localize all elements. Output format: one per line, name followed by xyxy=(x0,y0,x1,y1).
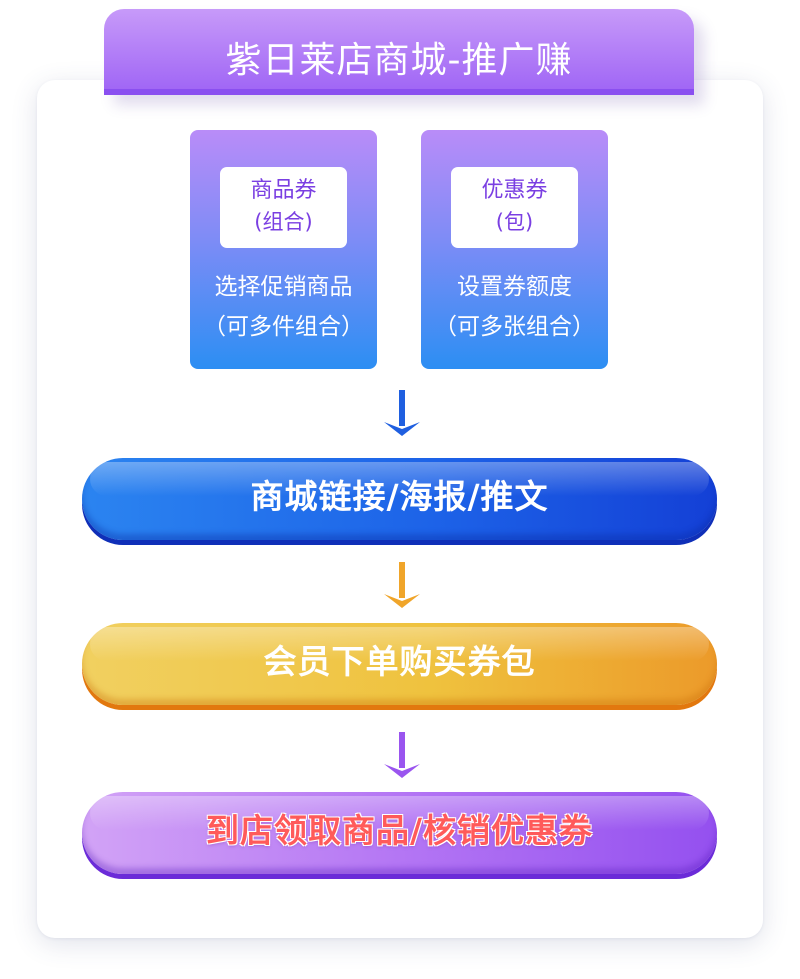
step-member-purchase: 会员下单购买券包 xyxy=(82,623,717,705)
chip-subtitle: (组合) xyxy=(254,210,313,234)
desc-line: 设置券额度 xyxy=(457,274,572,300)
step-label: 到店领取商品/核销优惠券 xyxy=(205,811,594,850)
step-label: 会员下单购买券包 xyxy=(263,642,536,681)
box-description: 设置券额度 （可多张组合） xyxy=(421,267,608,347)
desc-line: 选择促销商品 xyxy=(214,274,353,300)
desc-line: （可多件组合） xyxy=(203,314,364,340)
arrow-down-icon xyxy=(384,732,420,778)
arrow-down-icon xyxy=(384,562,420,608)
product-coupon-chip: 商品券 (组合) xyxy=(220,167,347,248)
box-description: 选择促销商品 （可多件组合） xyxy=(190,267,377,347)
discount-coupon-chip: 优惠券 (包) xyxy=(451,167,578,248)
step-share-link: 商城链接/海报/推文 xyxy=(82,458,717,540)
desc-line: （可多张组合） xyxy=(434,314,595,340)
title-tab: 紫日莱店商城-推广赚 xyxy=(104,9,694,95)
product-coupon-box: 商品券 (组合) 选择促销商品 （可多件组合） xyxy=(190,130,377,369)
discount-coupon-box: 优惠券 (包) 设置券额度 （可多张组合） xyxy=(421,130,608,369)
step-redeem-in-store: 到店领取商品/核销优惠券 xyxy=(82,792,717,874)
page-title: 紫日莱店商城-推广赚 xyxy=(225,40,573,81)
chip-title: 优惠券 xyxy=(481,178,548,203)
chip-title: 商品券 xyxy=(250,178,317,203)
step-label: 商城链接/海报/推文 xyxy=(250,477,549,516)
chip-subtitle: (包) xyxy=(495,210,534,234)
arrow-down-icon xyxy=(384,390,420,436)
